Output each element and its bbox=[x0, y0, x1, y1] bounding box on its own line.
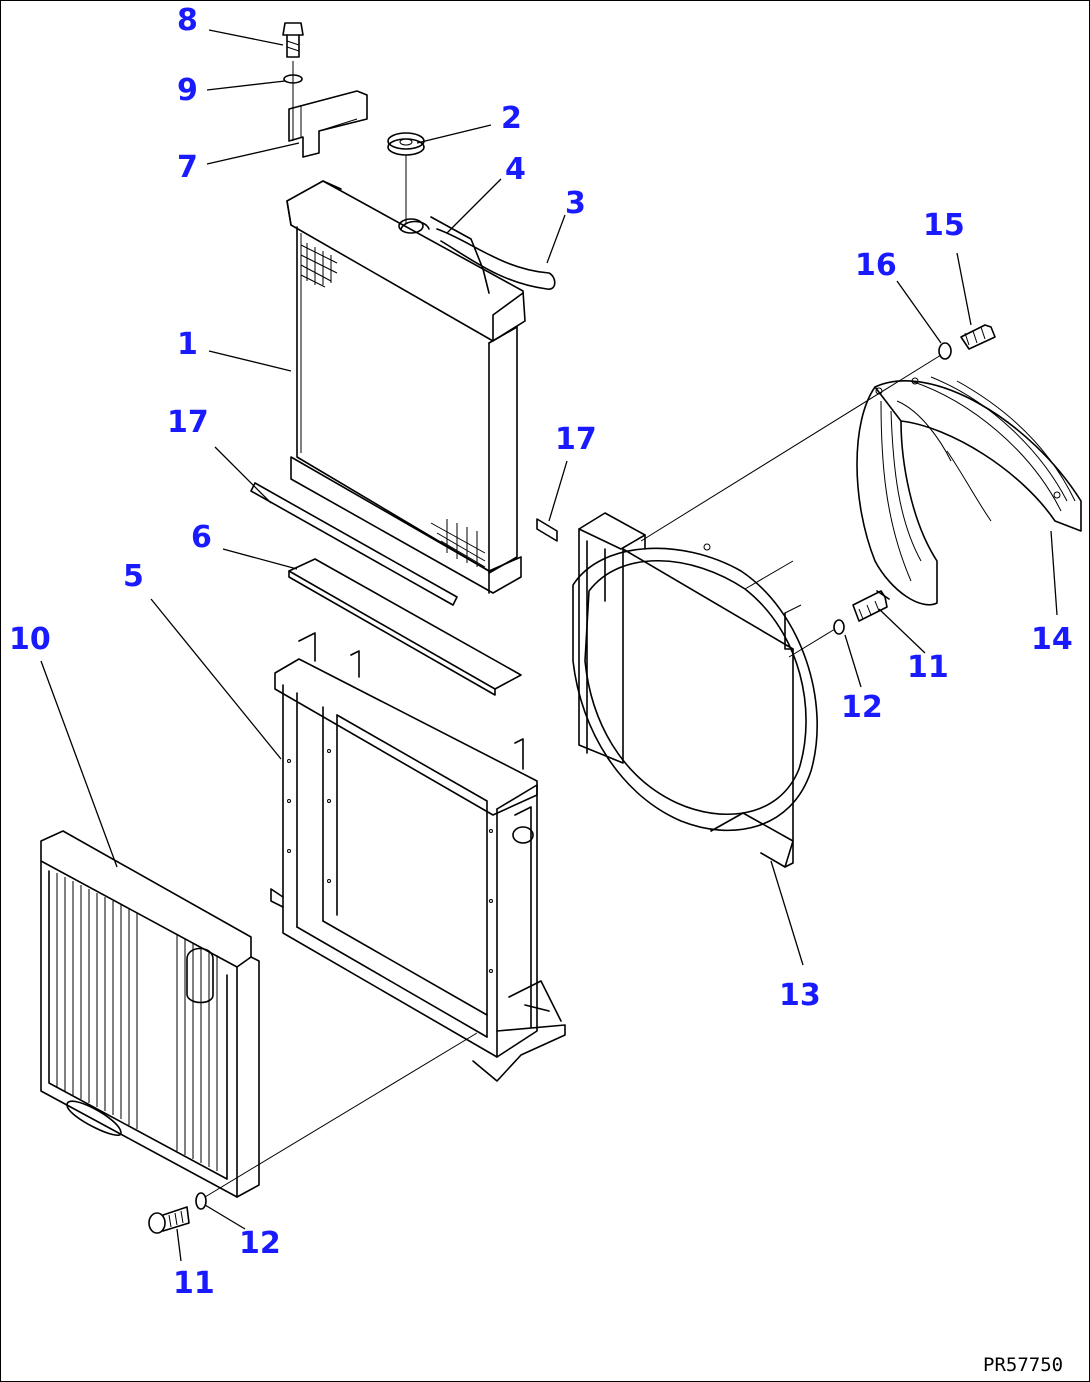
part-17-seal-left bbox=[250, 482, 458, 606]
part-13-fan-shroud bbox=[572, 512, 818, 868]
callout-17-right: 17 bbox=[555, 422, 597, 457]
part-2-radiator-cap bbox=[387, 132, 425, 223]
leader-lines bbox=[40, 29, 1058, 1262]
callout-6: 6 bbox=[191, 520, 212, 555]
part-11-bolt-right bbox=[852, 590, 890, 622]
callout-12-lower: 12 bbox=[239, 1226, 281, 1261]
part-11-bolt-lower bbox=[148, 1206, 190, 1234]
part-10-oil-cooler bbox=[40, 830, 260, 1198]
callouts: 8 9 7 2 4 3 1 17 17 6 5 10 15 16 14 11 1… bbox=[9, 3, 1073, 1301]
part-7-bracket bbox=[288, 90, 368, 158]
callout-8: 8 bbox=[177, 3, 198, 38]
part-8-bolt bbox=[282, 22, 304, 58]
callout-3: 3 bbox=[565, 186, 586, 221]
part-15-bolt bbox=[960, 324, 996, 350]
part-9-washer bbox=[283, 61, 303, 141]
callout-1: 1 bbox=[177, 327, 198, 362]
callout-10: 10 bbox=[9, 622, 51, 657]
part-1-radiator bbox=[286, 180, 556, 594]
callout-7: 7 bbox=[177, 150, 198, 185]
part-6-pad bbox=[288, 558, 522, 696]
part-5-frame bbox=[270, 632, 566, 1082]
callout-14: 14 bbox=[1031, 622, 1073, 657]
part-12-washer-right bbox=[833, 619, 845, 635]
callout-9: 9 bbox=[177, 73, 198, 108]
callout-13: 13 bbox=[779, 978, 821, 1013]
part-16-washer bbox=[938, 342, 952, 360]
part-12-washer-lower bbox=[195, 1192, 207, 1210]
part-17-seal-right bbox=[536, 518, 558, 542]
part-14-fan-guard bbox=[856, 376, 1082, 606]
callout-4: 4 bbox=[505, 152, 526, 187]
callout-5: 5 bbox=[123, 559, 144, 594]
callout-11-lower: 11 bbox=[173, 1266, 215, 1301]
callout-2: 2 bbox=[501, 101, 522, 136]
drawing-code: PR57750 bbox=[983, 1354, 1063, 1376]
callout-11-right: 11 bbox=[907, 650, 949, 685]
callout-16: 16 bbox=[855, 248, 897, 283]
callout-17-left: 17 bbox=[167, 405, 209, 440]
callout-15: 15 bbox=[923, 208, 965, 243]
callout-12-right: 12 bbox=[841, 690, 883, 725]
